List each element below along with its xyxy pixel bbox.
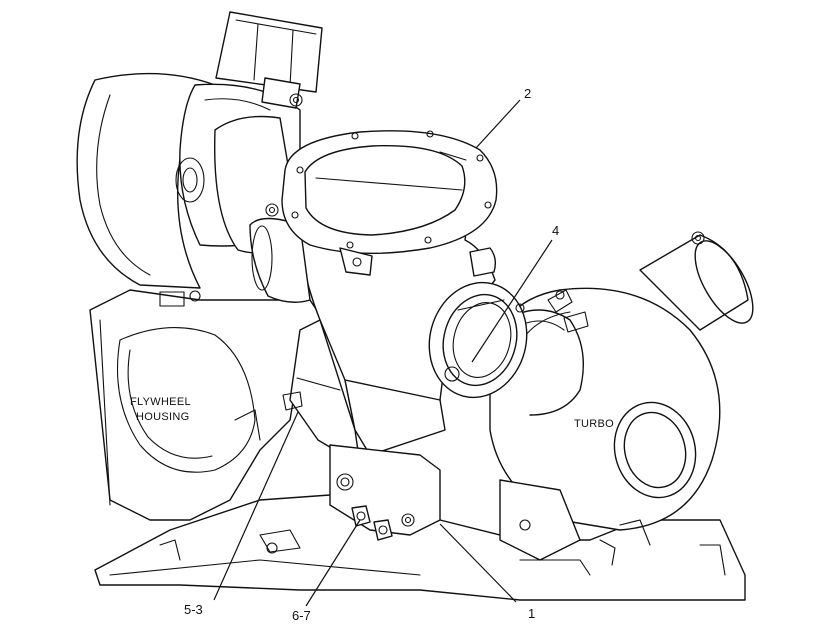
engine-base — [94, 494, 746, 601]
callout-2: 2 — [524, 86, 531, 101]
flywheel-housing-label-line1: FLYWHEEL — [130, 396, 191, 408]
leader-6-7 — [305, 519, 361, 607]
right-turbocharger — [489, 231, 754, 561]
flywheel-housing-label-line2: HOUSING — [136, 411, 189, 423]
exhaust-elbow — [249, 130, 528, 541]
callout-5-3: 5-3 — [184, 602, 203, 617]
callout-4: 4 — [552, 223, 559, 238]
turbo-label: TURBO — [574, 418, 614, 430]
leader-lines — [213, 99, 553, 607]
leader-1 — [439, 523, 517, 603]
leader-4 — [471, 239, 553, 363]
leader-5-3 — [213, 411, 299, 601]
callout-6-7: 6-7 — [292, 608, 311, 623]
callout-1: 1 — [528, 606, 535, 621]
callout-labels: 2 4 5-3 6-7 1 — [184, 86, 559, 623]
leader-2 — [475, 99, 521, 149]
component-labels: FLYWHEEL HOUSING TURBO — [130, 396, 614, 430]
flywheel-housing — [89, 289, 331, 521]
left-turbocharger — [76, 11, 323, 289]
